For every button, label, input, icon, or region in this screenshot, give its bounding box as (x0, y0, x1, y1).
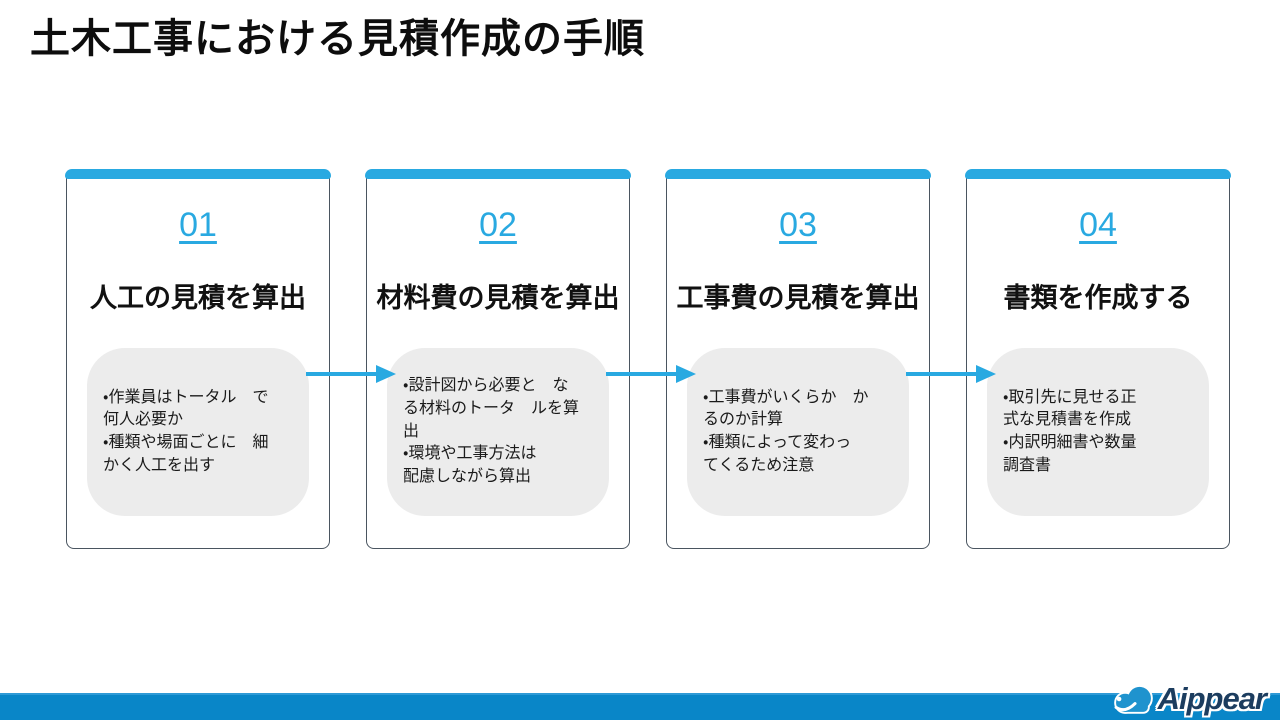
arrow-right-icon (606, 365, 696, 383)
page-title: 土木工事における見積作成の手順 (30, 17, 645, 61)
step-body-box: ・取引先に見せる正 式な見積書を作成 ・内訳明細書や数量 調査書 (987, 348, 1209, 516)
card-top-accent-bar (365, 169, 631, 179)
cloud-icon (1113, 684, 1153, 714)
step-heading: 書類を作成する (1003, 283, 1193, 313)
step-body-text: ・工事費がいくらか か るのか計算 ・種類によって変わっ てくるため注意 (703, 388, 869, 474)
step-card-3: 03 工事費の見積を算出 ・工事費がいくらか か るのか計算 ・種類によって変わ… (665, 169, 931, 549)
step-card-2: 02 材料費の見積を算出 ・設計図から必要と な る材料のトータ ルを算 出 ・… (365, 169, 631, 549)
step-number: 04 (1079, 206, 1117, 244)
brand-logo: Aippear (1110, 681, 1267, 717)
step-card-1: 01 人工の見積を算出 ・作業員はトータル で 何人必要か ・種類や場面ごとに … (65, 169, 331, 549)
step-body-box: ・設計図から必要と な る材料のトータ ルを算 出 ・環境や工事方法は 配慮しな… (387, 348, 609, 516)
step-body-text: ・設計図から必要と な る材料のトータ ルを算 出 ・環境や工事方法は 配慮しな… (403, 377, 580, 486)
step-heading: 人工の見積を算出 (90, 283, 306, 313)
card-top-accent-bar (665, 169, 931, 179)
arrow-right-icon (906, 365, 996, 383)
card-top-accent-bar (965, 169, 1231, 179)
brand-logo-text: Aippear (1157, 681, 1267, 716)
arrow-right-icon (306, 365, 396, 383)
step-body-text: ・作業員はトータル で 何人必要か ・種類や場面ごとに 細 かく人工を出す (103, 388, 269, 474)
step-heading: 工事費の見積を算出 (676, 283, 920, 313)
step-card-4: 04 書類を作成する ・取引先に見せる正 式な見積書を作成 ・内訳明細書や数量 … (965, 169, 1231, 549)
footer-bar (0, 693, 1280, 720)
step-number: 03 (779, 206, 817, 244)
step-body-text: ・取引先に見せる正 式な見積書を作成 ・内訳明細書や数量 調査書 (1003, 388, 1137, 474)
step-number: 01 (179, 206, 217, 244)
step-number: 02 (479, 206, 517, 244)
step-body-box: ・作業員はトータル で 何人必要か ・種類や場面ごとに 細 かく人工を出す (87, 348, 309, 516)
step-heading: 材料費の見積を算出 (376, 283, 620, 313)
card-top-accent-bar (65, 169, 331, 179)
step-body-box: ・工事費がいくらか か るのか計算 ・種類によって変わっ てくるため注意 (687, 348, 909, 516)
